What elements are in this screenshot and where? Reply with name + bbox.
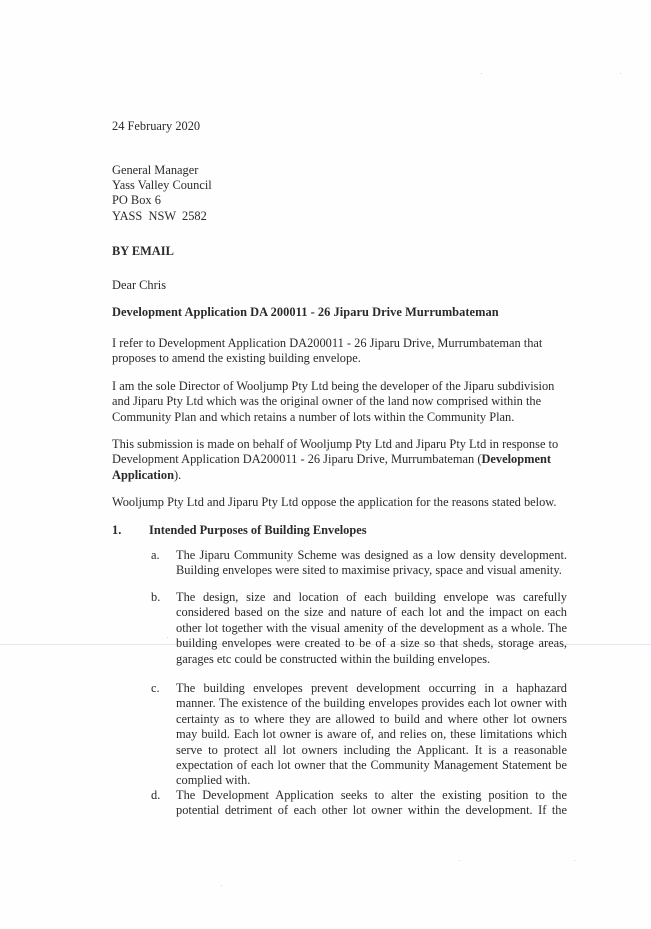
list-item-text: The Jiparu Community Scheme was designed… xyxy=(176,548,567,578)
letter-date: 24 February 2020 xyxy=(112,119,201,133)
paragraph-opposition: Wooljump Pty Ltd and Jiparu Pty Ltd oppo… xyxy=(112,495,557,509)
list-item-text: The design, size and location of each bu… xyxy=(176,590,567,666)
scan-speck xyxy=(167,637,168,638)
recipient-line: PO Box 6 xyxy=(112,193,161,208)
paragraph-submission: This submission is made on behalf of Woo… xyxy=(112,437,568,483)
list-item-label: d. xyxy=(151,788,161,802)
delivery-method: BY EMAIL xyxy=(112,244,174,258)
subject-heading: Development Application DA 200011 - 26 J… xyxy=(112,305,499,319)
scan-speck xyxy=(221,885,222,886)
recipient-line: Yass Valley Council xyxy=(112,178,212,193)
list-item-text: The building envelopes prevent developme… xyxy=(176,681,567,788)
scan-speck xyxy=(459,860,460,861)
salutation: Dear Chris xyxy=(112,278,167,292)
defined-term: Development Application xyxy=(112,452,551,482)
recipient-address: General Manager Yass Valley Council PO B… xyxy=(112,163,212,224)
recipient-line: General Manager xyxy=(112,163,199,177)
submission-text: This submission is made on behalf of Woo… xyxy=(112,437,559,467)
submission-text-end: ). xyxy=(173,467,182,482)
section-title: Intended Purposes of Building Envelopes xyxy=(149,523,367,537)
scan-speck xyxy=(620,73,621,74)
section-number: 1. xyxy=(112,523,122,537)
list-item-label: b. xyxy=(151,590,161,604)
scan-speck xyxy=(574,860,575,861)
paragraph-reference: I refer to Development Application DA200… xyxy=(112,336,543,366)
paragraph-director: I am the sole Director of Wooljump Pty L… xyxy=(112,379,555,424)
scan-artifact-line xyxy=(0,644,651,645)
list-item-text: The Development Application seeks to alt… xyxy=(176,788,567,818)
recipient-line: YASS NSW 2582 xyxy=(112,208,207,223)
list-item-label: c. xyxy=(151,681,160,695)
scan-speck xyxy=(481,73,482,74)
list-item-label: a. xyxy=(151,548,160,562)
